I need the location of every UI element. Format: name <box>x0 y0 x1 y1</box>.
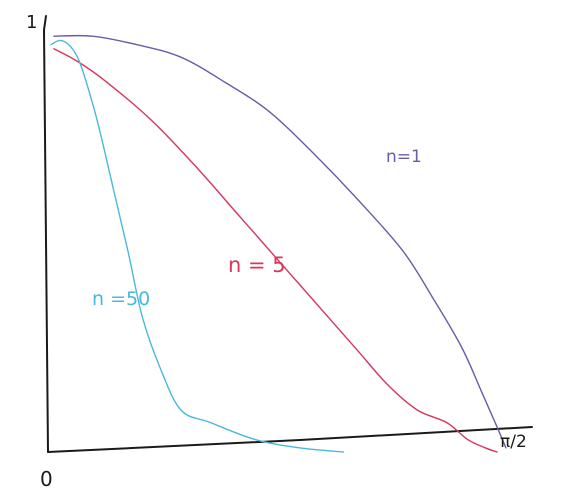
series-line-n-50 <box>50 39 345 453</box>
x-tick-label: 0 <box>40 467 53 491</box>
series-line-n-1 <box>53 34 507 449</box>
series-label-n-1: n=1 <box>386 147 422 167</box>
y-axis <box>43 15 49 453</box>
chart-labels: 1 0 π/2 n=1 n = 5 n =50 <box>26 12 527 491</box>
x-tick-label: π/2 <box>500 432 527 452</box>
x-axis <box>47 426 533 453</box>
series-line-n-5 <box>53 48 498 453</box>
series-label-n-50: n =50 <box>92 288 150 310</box>
y-tick-label: 1 <box>26 12 37 33</box>
series-label-n-5: n = 5 <box>228 253 286 277</box>
chart-axes <box>43 15 533 453</box>
chart-series <box>50 34 507 453</box>
